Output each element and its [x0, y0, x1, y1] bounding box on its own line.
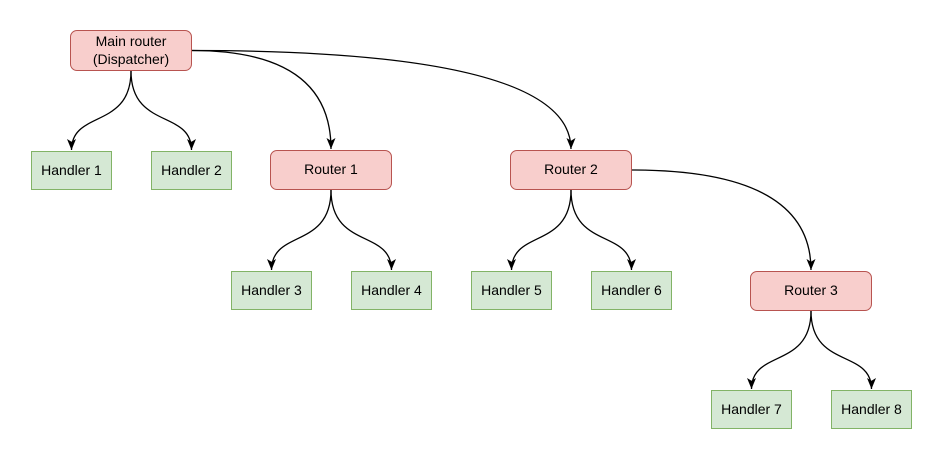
- edge-router-3-to-handler-8: [810, 310, 876, 390]
- node-label: Handler 3: [241, 281, 302, 298]
- node-label: Router 1: [304, 161, 358, 178]
- node-handler-5: Handler 5: [471, 271, 552, 310]
- node-handler-4: Handler 4: [351, 271, 432, 310]
- edge-router-3-to-handler-7: [747, 310, 812, 390]
- node-handler-6: Handler 6: [591, 271, 672, 310]
- edge-router-1-to-handler-3: [267, 189, 332, 271]
- edge-router-1-to-handler-4: [330, 189, 396, 271]
- node-label: Handler 8: [841, 400, 902, 417]
- node-handler-1: Handler 1: [31, 151, 112, 190]
- node-label: Router 2: [544, 161, 598, 178]
- edge-router-2-to-handler-6: [570, 189, 636, 271]
- edge-main-router-to-router-1: [191, 49, 336, 150]
- node-label: Handler 6: [601, 281, 662, 298]
- node-router-1: Router 1: [270, 150, 392, 190]
- node-label: Router 3: [784, 282, 838, 299]
- node-main-router: Main router (Dispatcher): [70, 30, 192, 71]
- node-label: Handler 2: [161, 161, 222, 178]
- node-handler-7: Handler 7: [711, 390, 792, 429]
- node-handler-2: Handler 2: [151, 151, 232, 190]
- node-label: Handler 5: [481, 281, 542, 298]
- node-label: Handler 7: [721, 400, 782, 417]
- node-handler-3: Handler 3: [231, 271, 312, 310]
- edge-router-2-to-router-3: [631, 169, 816, 271]
- node-handler-8: Handler 8: [831, 390, 912, 429]
- edges-group: [67, 49, 876, 390]
- node-router-3: Router 3: [750, 271, 872, 311]
- edge-main-router-to-handler-2: [130, 70, 196, 151]
- node-label: Main router (Dispatcher): [92, 33, 170, 67]
- node-router-2: Router 2: [510, 150, 632, 190]
- node-label: Handler 1: [41, 161, 102, 178]
- edge-main-router-to-handler-1: [67, 70, 132, 151]
- edge-main-router-to-router-2: [191, 49, 576, 150]
- node-label: Handler 4: [361, 281, 422, 298]
- edge-router-2-to-handler-5: [507, 189, 572, 271]
